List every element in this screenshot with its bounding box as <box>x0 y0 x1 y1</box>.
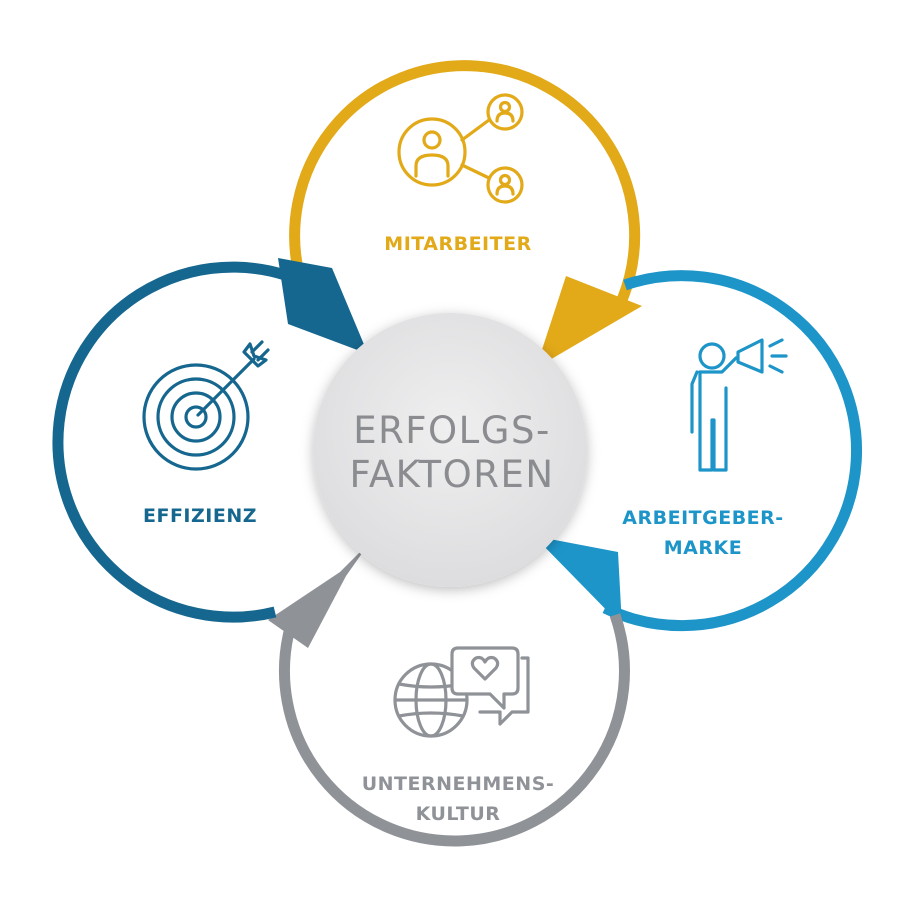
factor-unternehmenskultur: UNTERNEHMENS- KULTUR <box>268 542 630 847</box>
arbeitgebermarke-label-line2: MARKE <box>664 537 742 559</box>
arbeitgebermarke-label-line1: ARBEITGEBER- <box>622 507 783 529</box>
megaphone-person-icon <box>690 338 788 472</box>
unternehmenskultur-label-line1: UNTERNEHMENS- <box>362 773 555 795</box>
factor-arbeitgebermarke: ARBEITGEBER- MARKE <box>534 270 862 632</box>
effizienz-arrowhead <box>278 258 368 354</box>
globe-chat-heart-icon <box>393 646 530 738</box>
center-node: ERFOLGS- FAKTOREN <box>313 313 587 587</box>
factor-mitarbeiter: MITARBEITER <box>289 60 642 368</box>
target-arrow-icon <box>142 340 270 471</box>
arbeitgebermarke-arc <box>602 270 862 632</box>
mitarbeiter-arc <box>289 60 641 303</box>
people-network-icon <box>397 93 524 204</box>
effizienz-arc <box>52 261 315 623</box>
unternehmenskultur-arc <box>278 613 630 847</box>
factor-effizienz: EFFIZIENZ <box>52 258 368 623</box>
unternehmenskultur-label-line2: KULTUR <box>416 803 501 825</box>
center-circle <box>313 313 587 587</box>
mitarbeiter-arrowhead <box>536 276 642 368</box>
unternehmenskultur-arrowhead <box>268 542 370 648</box>
center-title-line1: ERFOLGS- <box>353 409 551 452</box>
mitarbeiter-label: MITARBEITER <box>384 233 531 255</box>
center-title-line2: FAKTOREN <box>349 453 554 496</box>
effizienz-label: EFFIZIENZ <box>143 505 257 527</box>
arbeitgebermarke-arrowhead <box>534 536 622 626</box>
